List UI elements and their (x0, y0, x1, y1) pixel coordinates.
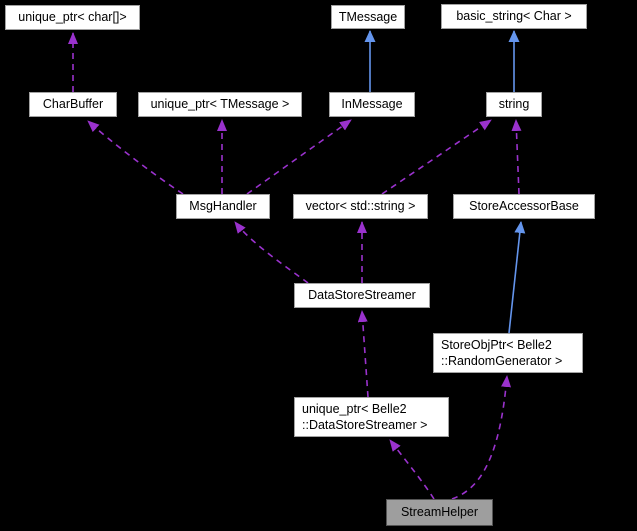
node-unique-ptr-datastorestreamer[interactable]: unique_ptr< Belle2 ::DataStoreStreamer > (294, 397, 449, 437)
node-tmessage[interactable]: TMessage (331, 5, 405, 29)
node-vector-std-string[interactable]: vector< std::string > (293, 194, 428, 219)
edge-vector-std-string-to-string (381, 119, 492, 195)
edge-unique-ptr-datastorestreamer-to-datastorestreamer (357, 310, 369, 398)
node-label: string (498, 97, 530, 111)
node-label: DataStoreStreamer (308, 288, 416, 302)
node-label: vector< std::string > (305, 199, 416, 213)
node-basic-string-char[interactable]: basic_string< Char > (441, 4, 587, 29)
node-label: StoreObjPtr< Belle2 ::RandomGenerator > (441, 338, 563, 368)
edge-msghandler-to-inmessage (246, 119, 352, 195)
node-label: StoreAccessorBase (469, 199, 579, 213)
node-label: CharBuffer (42, 97, 104, 111)
node-label: unique_ptr< char[]> (18, 10, 127, 24)
edge-streamhelper-to-unique-ptr-datastorestreamer (389, 439, 435, 500)
node-string[interactable]: string (486, 92, 542, 117)
node-label: TMessage (338, 9, 398, 24)
node-msghandler[interactable]: MsgHandler (176, 194, 270, 219)
node-unique-ptr-tmessage[interactable]: unique_ptr< TMessage > (138, 92, 302, 117)
node-charbuffer[interactable]: CharBuffer (29, 92, 117, 117)
edge-msghandler-to-charbuffer (87, 120, 184, 195)
node-unique-ptr-char[interactable]: unique_ptr< char[]> (5, 5, 140, 30)
edge-storeaccessorbase-to-string (511, 119, 522, 195)
node-label: unique_ptr< TMessage > (150, 97, 290, 111)
node-datastorestreamer[interactable]: DataStoreStreamer (294, 283, 430, 308)
node-storeaccessorbase[interactable]: StoreAccessorBase (453, 194, 595, 219)
edge-streamhelper-to-storeobjptr-randomgenerator (451, 375, 512, 500)
edge-datastorestreamer-to-msghandler (234, 221, 309, 284)
node-label: basic_string< Char > (456, 9, 572, 23)
node-storeobjptr-randomgenerator[interactable]: StoreObjPtr< Belle2 ::RandomGenerator > (433, 333, 583, 373)
node-label: MsgHandler (189, 199, 257, 213)
edge-storeobjptr-randomgenerator-to-storeaccessorbase (508, 221, 526, 334)
node-streamhelper: StreamHelper (386, 499, 493, 526)
node-label: StreamHelper (400, 505, 479, 519)
node-label: unique_ptr< Belle2 ::DataStoreStreamer > (302, 402, 428, 432)
node-inmessage[interactable]: InMessage (329, 92, 415, 117)
node-label: InMessage (341, 97, 403, 111)
